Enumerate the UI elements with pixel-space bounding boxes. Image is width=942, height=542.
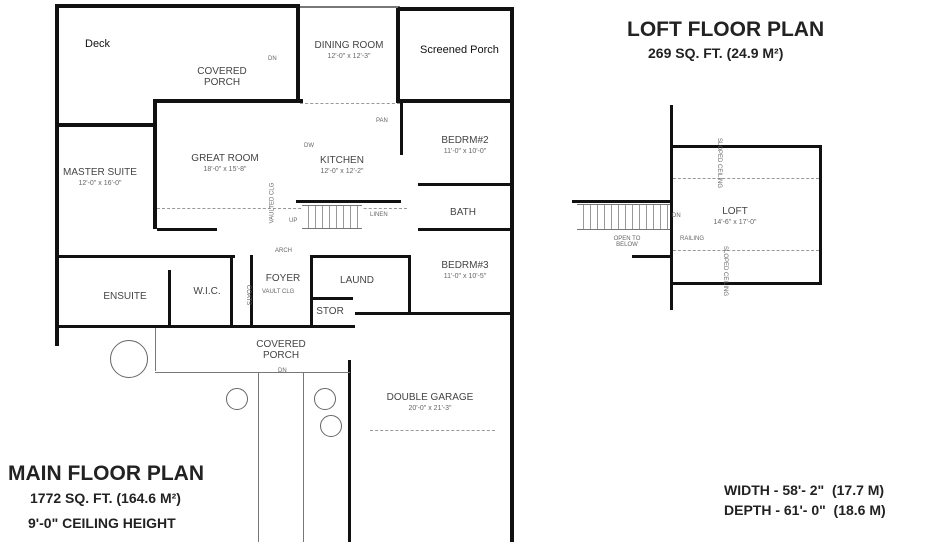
room-covered-porch-rear: COVERED PORCH xyxy=(197,66,247,88)
note-sloped-ceiling-bottom: SLOPED CEILING xyxy=(722,245,729,297)
room-dims: 18'-0" x 15'-8" xyxy=(203,166,247,173)
depth-dimension: DEPTH - 61'- 0" (18.6 M) xyxy=(724,502,886,518)
note-dishwasher: DW xyxy=(304,143,314,149)
loft-area: 269 SQ. FT. (24.9 M²) xyxy=(648,45,784,61)
note-dn-rear: DN xyxy=(268,56,277,62)
room-covered-porch-front: COVERED PORCH xyxy=(256,339,306,361)
main-ceiling-height: 9'-0" CEILING HEIGHT xyxy=(28,515,176,531)
room-bath: BATH xyxy=(450,207,476,218)
room-name: MASTER SUITE xyxy=(63,167,137,178)
room-name: BEDRM#2 xyxy=(441,135,489,146)
room-name: DOUBLE GARAGE xyxy=(386,392,474,403)
room-dims: 12'-0" x 16'-0" xyxy=(78,180,122,187)
width-dimension: WIDTH - 58'- 2" (17.7 M) xyxy=(724,482,885,498)
room-bedroom-2: BEDRM#2 11'-0" x 10'-0" xyxy=(441,135,488,157)
note-coats: COATS xyxy=(245,284,252,306)
note-vaulted-ceiling: VAULTED CLG xyxy=(269,182,276,224)
room-dims: 11'-0" x 10'-0" xyxy=(443,148,487,155)
room-dims: 14'-6" x 17'-0" xyxy=(713,219,757,226)
note-railing: RAILING xyxy=(680,236,705,242)
room-wic: W.I.C. xyxy=(193,286,221,297)
note-pantry: PAN xyxy=(376,118,388,124)
room-dims: 12'-0" x 12'-2" xyxy=(320,168,364,175)
room-master-suite: MASTER SUITE 12'-0" x 16'-0" xyxy=(63,167,137,189)
room-ensuite: ENSUITE xyxy=(103,291,147,302)
room-name: GREAT ROOM xyxy=(191,153,259,164)
main-title: MAIN FLOOR PLAN xyxy=(8,462,204,485)
room-bedroom-3: BEDRM#3 11'-0" x 10'-5" xyxy=(441,260,488,282)
note-dn-front: DN xyxy=(278,368,287,374)
note-open-to-below: OPEN TO BELOW xyxy=(613,236,641,248)
note-linen: LINEN xyxy=(370,212,388,218)
room-loft: LOFT 14'-6" x 17'-0" xyxy=(713,206,756,228)
room-dims: 20'-0" x 21'-3" xyxy=(408,405,452,412)
room-foyer: FOYER xyxy=(265,273,301,284)
room-name: LOFT xyxy=(722,206,748,217)
room-dims: 11'-0" x 10'-5" xyxy=(443,273,487,280)
note-vault-clg: VAULT CLG xyxy=(262,289,295,295)
room-name: BEDRM#3 xyxy=(441,260,489,271)
room-name: KITCHEN xyxy=(320,155,364,166)
note-loft-dn: DN xyxy=(672,213,681,219)
note-up: UP xyxy=(289,218,298,224)
room-dims: 12'-0" x 12'-3" xyxy=(327,53,371,60)
room-dining-room: DINING ROOM 12'-0" x 12'-3" xyxy=(315,40,384,62)
room-storage: STOR xyxy=(316,306,344,317)
note-sloped-ceiling-top: SLOPED CEILING xyxy=(716,137,723,189)
room-kitchen: KITCHEN 12'-0" x 12'-2" xyxy=(320,155,364,177)
main-area: 1772 SQ. FT. (164.6 M²) xyxy=(30,490,181,506)
room-double-garage: DOUBLE GARAGE 20'-0" x 21'-3" xyxy=(387,392,474,414)
room-name: DINING ROOM xyxy=(314,40,384,51)
room-laundry: LAUND xyxy=(340,275,374,286)
room-screened-porch: Screened Porch xyxy=(420,44,499,56)
note-arch: ARCH xyxy=(275,248,293,254)
room-deck: Deck xyxy=(85,38,111,50)
loft-title: LOFT FLOOR PLAN xyxy=(627,18,825,41)
room-great-room: GREAT ROOM 18'-0" x 15'-8" xyxy=(191,153,258,175)
